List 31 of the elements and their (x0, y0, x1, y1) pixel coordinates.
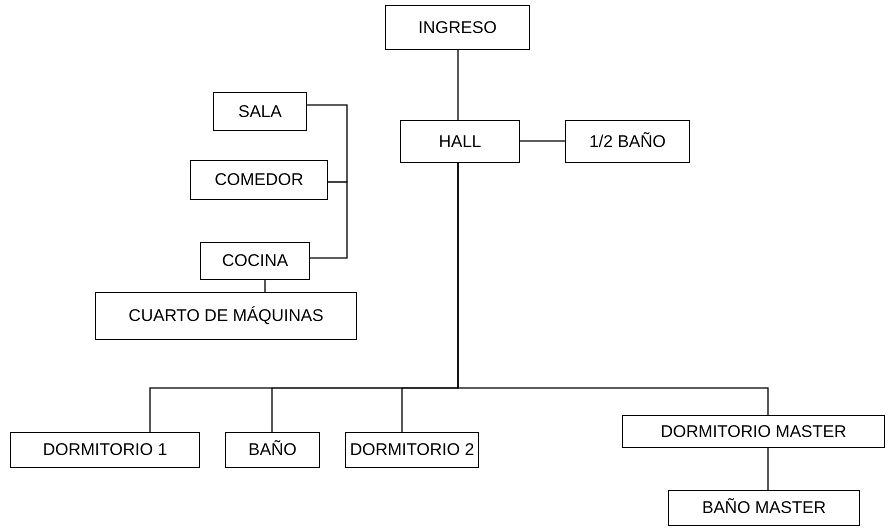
room-box (200, 242, 310, 280)
room-label: COCINA (222, 251, 288, 271)
room-box (668, 490, 860, 526)
room-box (622, 415, 885, 448)
connector-line (520, 140, 565, 142)
room-label: INGRESO (418, 18, 497, 38)
room-label: DORMITORIO 1 (42, 440, 168, 460)
connector-line (457, 50, 459, 120)
connector-line (310, 181, 348, 259)
room-box (10, 432, 200, 468)
connector-line (457, 163, 769, 415)
room-label: 1/2 BAÑO (589, 132, 666, 152)
connector-line (767, 448, 769, 490)
room-box (190, 160, 328, 200)
connector-line (307, 104, 348, 183)
room-label: HALL (438, 132, 482, 152)
room-label: BAÑO MASTER (702, 498, 826, 518)
room-box (345, 432, 479, 468)
room-box (565, 120, 690, 163)
room-box (400, 120, 520, 163)
room-box (385, 5, 530, 50)
room-label: DORMITORIO 2 (350, 440, 474, 460)
room-box (95, 292, 357, 340)
connector-line (264, 280, 266, 292)
room-label: SALA (238, 102, 282, 122)
room-label: COMEDOR (214, 170, 304, 190)
room-label: CUARTO DE MÁQUINAS (128, 306, 324, 326)
room-box (213, 92, 307, 131)
room-label: BAÑO (248, 440, 297, 460)
room-label: DORMITORIO MASTER (660, 422, 846, 442)
room-box (225, 432, 320, 468)
